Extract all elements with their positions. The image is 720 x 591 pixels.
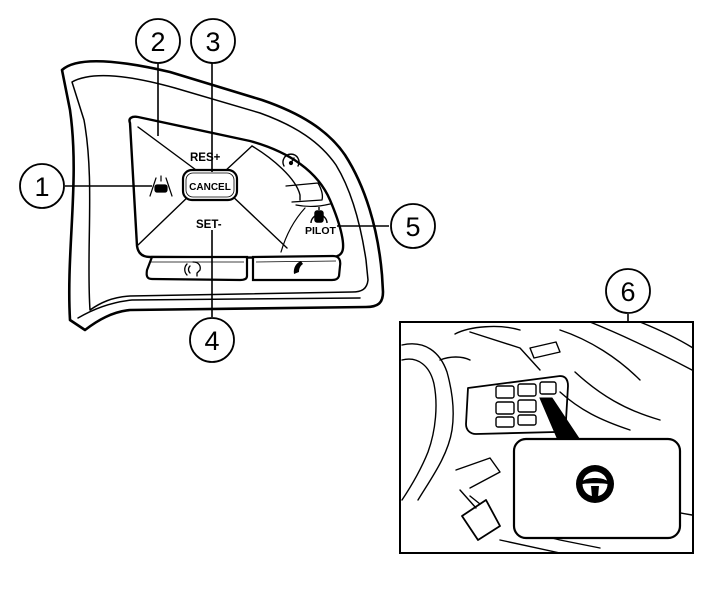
voice-command-button[interactable] (145, 255, 249, 282)
distance-gauge-icon[interactable] (282, 153, 300, 167)
res-label: RES+ (190, 152, 221, 164)
callout-5: 5 (390, 203, 436, 249)
inset-dashboard-view (399, 321, 694, 554)
propilot-button[interactable]: PILOT (305, 207, 337, 237)
lane-keep-icon[interactable] (149, 175, 173, 197)
cancel-button[interactable]: CANCEL (181, 168, 239, 202)
callout-6-label: 6 (620, 277, 635, 307)
set-label: SET- (196, 219, 222, 231)
callout-1-label: 1 (34, 172, 49, 202)
button-panel (128, 115, 345, 260)
callout-2-label: 2 (150, 27, 165, 57)
callout-3-label: 3 (205, 27, 220, 57)
pilot-label: PILOT (305, 225, 337, 237)
voice-command-icon (184, 261, 201, 277)
phone-icon (293, 261, 303, 274)
spoke-housing (60, 59, 385, 332)
cancel-label: CANCEL (189, 182, 231, 193)
callout-3: 3 (190, 18, 236, 64)
callout-4: 4 (189, 317, 235, 363)
phone-button[interactable] (251, 254, 342, 282)
callout-6: 6 (605, 268, 651, 314)
callout-4-label: 4 (204, 326, 219, 356)
callout-1: 1 (19, 163, 65, 209)
callout-2: 2 (135, 18, 181, 64)
propilot-car-icon (310, 207, 328, 224)
callout-5-label: 5 (405, 212, 420, 242)
steering-wheel-icon[interactable] (576, 465, 614, 503)
